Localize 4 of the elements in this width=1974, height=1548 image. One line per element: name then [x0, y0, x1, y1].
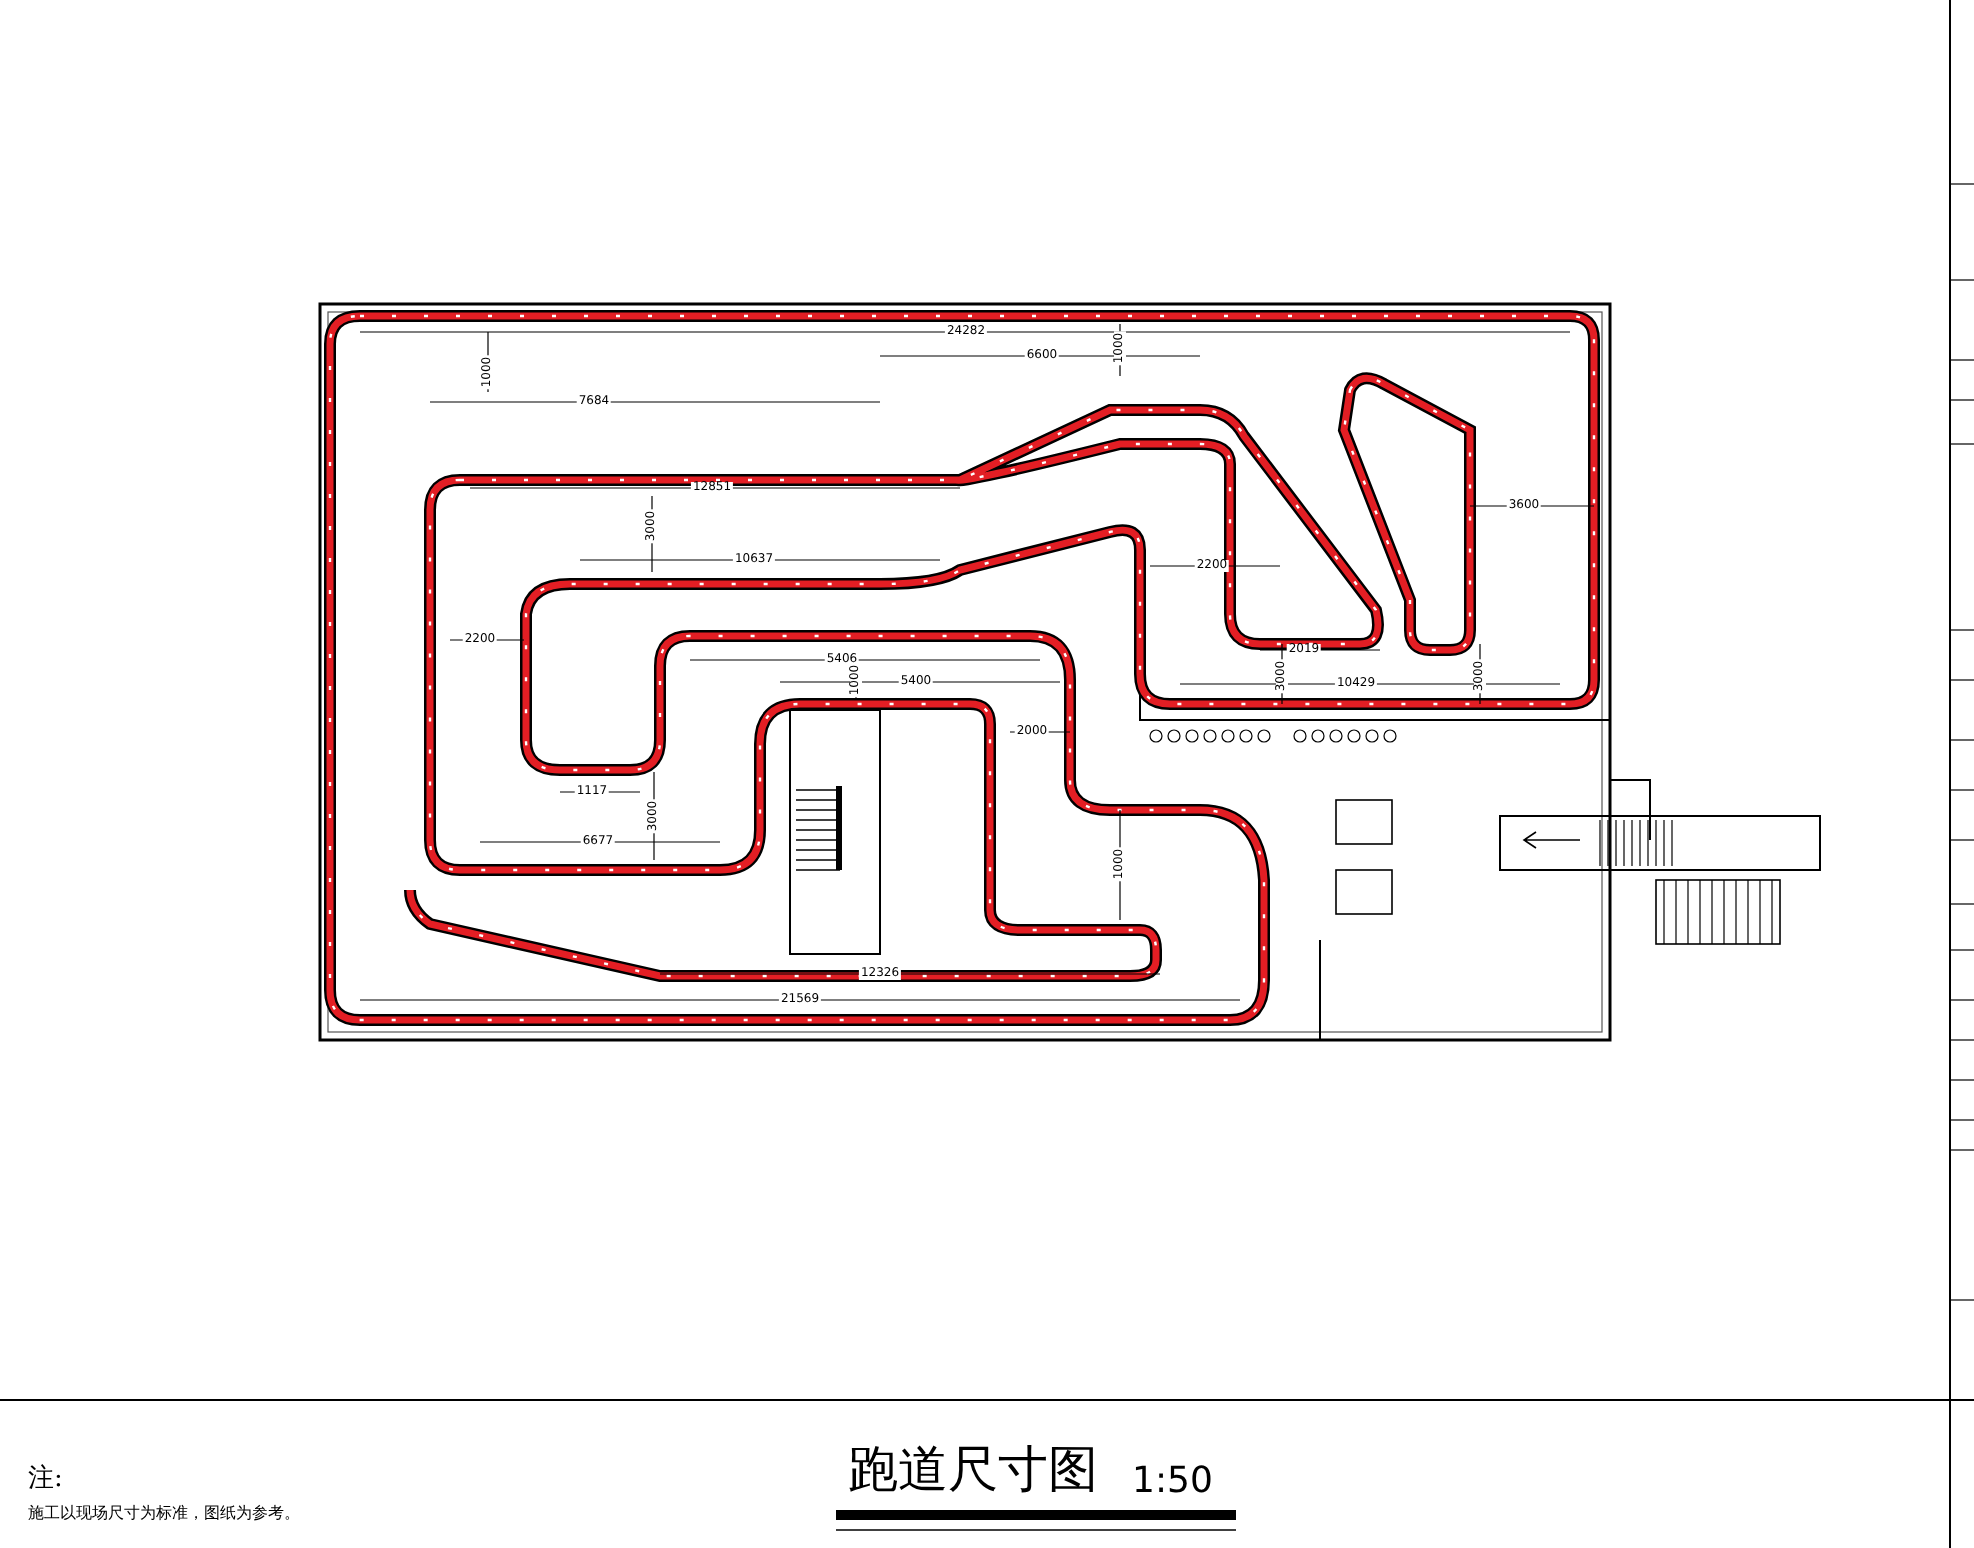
note-heading: 注: — [28, 1466, 63, 1492]
scale-label: 1:50 — [1132, 1464, 1213, 1500]
drawing-title: 跑道尺寸图 — [848, 1444, 1098, 1494]
note-text: 施工以现场尺寸为标准，图纸为参考。 — [28, 1506, 300, 1522]
